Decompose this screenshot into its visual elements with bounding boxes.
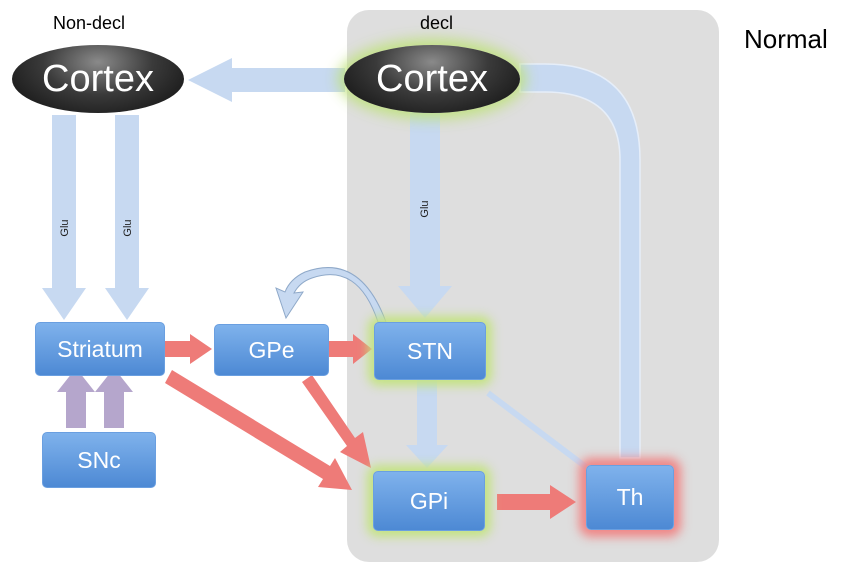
glu-label-3: Glu <box>419 200 431 218</box>
glu-label-2: Glu <box>122 219 134 237</box>
arrow-cortex-stn <box>398 112 452 318</box>
cortex-decl-node: Cortex <box>344 45 520 113</box>
arrow-stn-to-gpi <box>406 380 448 468</box>
th-node: Th <box>586 465 674 530</box>
arrow-gpe-to-gpi <box>302 375 371 468</box>
snc-node: SNc <box>42 432 156 488</box>
arrow-snc-striatum-2 <box>95 368 133 428</box>
striatum-node: Striatum <box>35 322 165 376</box>
arrow-gpe-to-stn <box>329 334 372 364</box>
arrow-cortex-striatum-2 <box>105 115 149 320</box>
gpi-node: GPi <box>373 471 485 531</box>
label-non-decl: Non-decl <box>53 13 126 33</box>
arrow-striatum-to-gpi <box>165 370 352 490</box>
glu-label-1: Glu <box>59 219 71 237</box>
arrow-snc-striatum-1 <box>57 368 95 428</box>
stn-node: STN <box>374 322 486 380</box>
arrow-cortex-to-th <box>519 63 641 459</box>
arrow-stn-to-gpe <box>275 267 387 323</box>
label-normal: Normal <box>744 24 828 54</box>
cortex-nondecl-node: Cortex <box>12 45 184 113</box>
arrow-gpi-to-th <box>497 485 576 519</box>
gpe-node: GPe <box>214 324 329 376</box>
label-decl: decl <box>420 13 454 33</box>
arrow-cortex-to-cortex <box>188 58 345 102</box>
arrow-striatum-to-gpe <box>165 334 212 364</box>
arrow-cortex-striatum-1 <box>42 115 86 320</box>
line-stn-to-th <box>486 390 588 470</box>
